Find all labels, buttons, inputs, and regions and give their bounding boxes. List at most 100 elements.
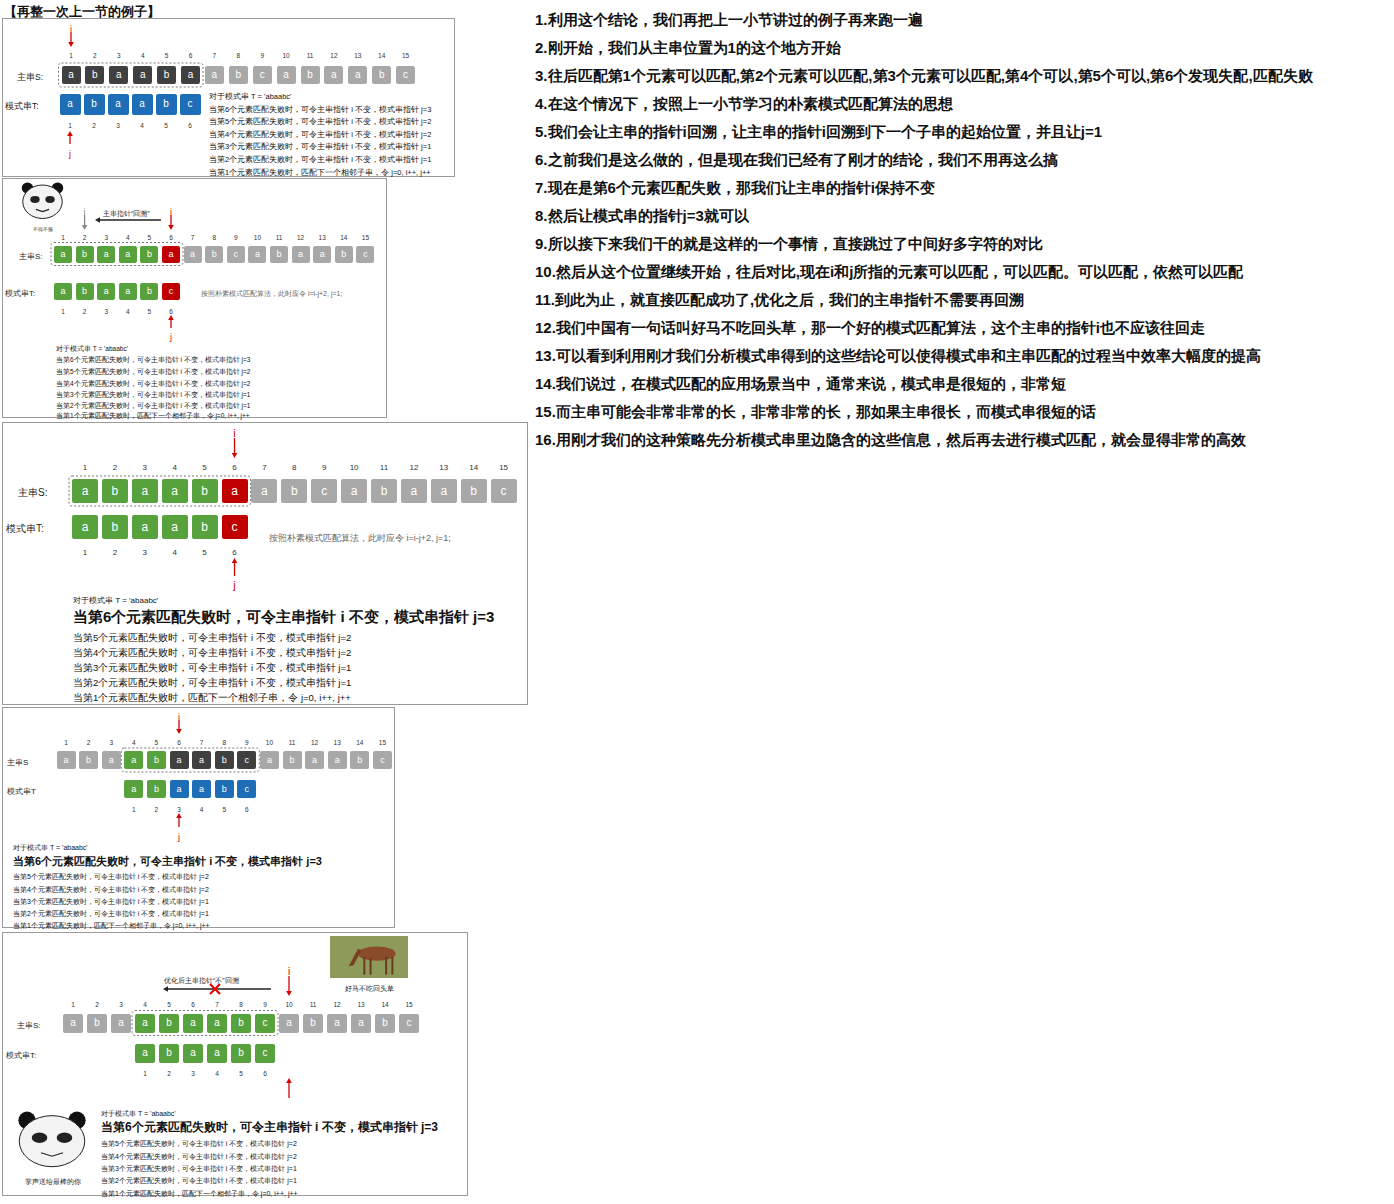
char-cell: b — [231, 1014, 251, 1033]
cell-char: a — [68, 70, 74, 80]
char-cell: a — [162, 515, 188, 539]
char-cell: a — [109, 66, 128, 84]
char-cell: c — [237, 780, 256, 798]
text-anchor: 当第1个元素匹配失败时，匹配下一个相邻子串，令 j=0, i++, j++ — [209, 161, 431, 179]
note-anchor: 3.往后匹配第1个元素可以匹配,第2个元素可以匹配,第3个元素可以匹配,第4个可… — [535, 67, 1313, 85]
text-anchor: 4 — [215, 1062, 219, 1080]
slide-text: 当第5个元素匹配失败时，可令主串指针 i 不变，模式串指针 j=2 — [13, 873, 209, 880]
text-anchor: 模式串T: — [6, 518, 44, 536]
slide-text: 8 — [236, 52, 240, 59]
cell-char: a — [142, 1048, 148, 1058]
char-cell: a — [181, 66, 200, 84]
char-cell: b — [192, 479, 218, 503]
slide-text: 14 — [381, 1001, 388, 1008]
cell-char: a — [267, 756, 272, 765]
cell-char: c — [234, 250, 239, 259]
slide-text: 当第6个元素匹配失败时，可令主串指针 i 不变，模式串指针 j=3 — [209, 105, 431, 114]
text-anchor: 5 — [155, 731, 159, 749]
narration-line: 16.用刚才我们的这种策略先分析模式串里边隐含的这些信息，然后再去进行模式匹配，… — [535, 431, 1246, 448]
pointer-line — [288, 1083, 289, 1098]
text-anchor: 当第1个元素匹配失败时，匹配下一个相邻子串，令 j=0, i++, j++ — [13, 914, 210, 932]
text-anchor: 当第6个元素匹配失败时，可令主串指针 i 不变，模式串指针 j=3 — [73, 608, 494, 626]
slide-text: 对于模式串 T = 'abaabc' — [101, 1110, 176, 1117]
text-anchor: 好马不吃回头草 — [345, 977, 394, 995]
slide-text: 当第6个元素匹配失败时，可令主串指针 i 不变，模式串指针 j=3 — [101, 1120, 438, 1134]
slide-text: 15 — [362, 234, 369, 241]
char-cell: b — [372, 66, 391, 84]
char-cell: a — [183, 1014, 203, 1033]
char-cell: b — [79, 751, 98, 769]
cell-char: a — [351, 485, 358, 497]
slide-text: 3 — [143, 463, 147, 472]
char-cell: a — [135, 1014, 155, 1033]
char-cell: a — [277, 66, 296, 84]
slide-decoration — [59, 32, 204, 144]
slide-text: 9 — [234, 234, 238, 241]
cell-char: b — [212, 250, 217, 259]
text-anchor: 10 — [254, 226, 261, 244]
char-cell: b — [192, 515, 218, 539]
cell-char: b — [94, 1018, 100, 1028]
arrow-head — [95, 217, 100, 223]
slide-text: 当第4个元素匹配失败时，可令主串指针 i 不变，模式串指针 j=2 — [101, 1153, 297, 1160]
char-cell: a — [162, 246, 180, 263]
slide-text: 3 — [191, 1070, 195, 1077]
arrow-head — [286, 991, 292, 996]
narration-line: 7.现在是第6个元素匹配失败，那我们让主串的指针i保持不变 — [535, 179, 935, 196]
char-cell: a — [162, 479, 188, 503]
char-cell: a — [183, 1044, 203, 1063]
slide-text: 当第3个元素匹配失败时，可令主串指针 i 不变，模式串指针 j=1 — [13, 898, 209, 905]
slide-text: 1 — [61, 308, 65, 315]
cell-char: b — [238, 1048, 244, 1058]
char-cell: b — [375, 1014, 395, 1033]
slide-text: 当第3个元素匹配失败时，可令主串指针 i 不变，模式串指针 j=1 — [209, 142, 431, 151]
slide-text: 6 — [191, 1001, 195, 1008]
note-anchor: 7.现在是第6个元素匹配失败，那我们让主串的指针i保持不变 — [535, 179, 935, 197]
slide-text: 11 — [307, 52, 314, 59]
narration-line: 3.往后匹配第1个元素可以匹配,第2个元素可以匹配,第3个元素可以匹配,第4个可… — [535, 67, 1313, 84]
cell-char: a — [142, 1018, 148, 1028]
text-anchor: 6 — [245, 798, 249, 816]
text-anchor: 1 — [64, 731, 68, 749]
char-cell: a — [72, 479, 98, 503]
text-anchor: 当第4个元素匹配失败时，可令主串指针 i 不变，模式串指针 j=2 — [101, 1145, 297, 1163]
cell-char: b — [201, 521, 208, 533]
slide-text: 按照朴素模式匹配算法，此时应令 i=i-j+2, j=1; — [269, 533, 451, 543]
slide-text: 当第1个元素匹配失败时，匹配下一个相邻子串，令 j=0, i++, j++ — [13, 922, 210, 929]
slide-text: 当第4个元素匹配失败时，可令主串指针 i 不变，模式串指针 j=2 — [73, 647, 351, 658]
text-anchor: 4 — [126, 300, 130, 318]
text-anchor: 2 — [87, 731, 91, 749]
cell-char: c — [245, 785, 250, 794]
char-cell: a — [57, 751, 76, 769]
char-cell: b — [215, 751, 234, 769]
char-cell: c — [180, 94, 201, 115]
text-anchor: 10 — [266, 731, 273, 749]
slide-text: 2 — [83, 234, 87, 241]
char-cell: b — [371, 479, 397, 503]
text-anchor: 5 — [164, 114, 168, 132]
cross-mark — [210, 984, 220, 994]
arrow-head — [168, 315, 174, 320]
cell-char: a — [440, 485, 447, 497]
text-anchor: 11 — [380, 456, 388, 474]
slide-text: 4 — [172, 548, 176, 557]
slide-text: 当第2个元素匹配失败时，可令主串指针 i 不变，模式串指针 j=1 — [13, 910, 209, 917]
char-cell: a — [102, 751, 121, 769]
slide-text: 当第2个元素匹配失败时，可令主串指针 i 不变，模式串指针 j=1 — [56, 402, 250, 409]
cell-char: a — [283, 70, 289, 80]
text-anchor: 当第3个元素匹配失败时，可令主串指针 i 不变，模式串指针 j=1 — [13, 890, 209, 908]
cell-char: b — [112, 485, 119, 497]
slide-text: 5 — [202, 548, 206, 557]
slide-text: 1 — [61, 234, 65, 241]
text-anchor: 5 — [202, 456, 206, 474]
text-anchor: 当第5个元素匹配失败时，可令主串指针 i 不变，模式串指针 j=2 — [73, 627, 351, 645]
text-anchor: 1 — [83, 456, 87, 474]
slide-text: 5 — [148, 234, 152, 241]
char-cell: c — [237, 751, 256, 769]
slide-text: i — [178, 712, 180, 722]
text-anchor: 4 — [126, 226, 130, 244]
text-anchor: 当第1个元素匹配失败时，匹配下一个相邻子串，令 j=0, i++, j++ — [73, 687, 351, 705]
text-anchor: 3 — [177, 798, 181, 816]
substring-frame — [59, 63, 204, 87]
cell-char: a — [331, 70, 337, 80]
